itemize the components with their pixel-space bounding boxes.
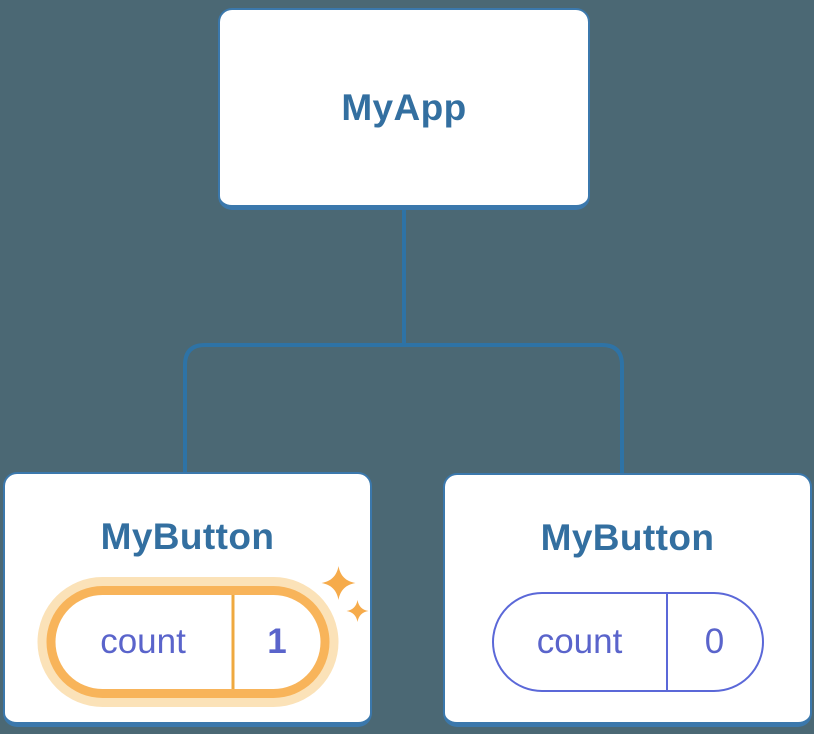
node-mybutton-left-title: MyButton [100, 516, 275, 557]
sparkle-icon [346, 600, 368, 622]
pill-divider [231, 595, 234, 689]
highlight-glow: count 1 [37, 577, 338, 707]
state-pill-highlighted: count 1 [37, 566, 368, 707]
highlight-ring: count 1 [46, 586, 329, 698]
node-myapp: MyApp [218, 8, 590, 210]
node-myapp-title: MyApp [341, 86, 467, 128]
state-value: 0 [704, 622, 725, 661]
state-value: 1 [267, 622, 287, 661]
pill-divider [665, 594, 668, 690]
state-label: count [100, 622, 186, 661]
connector-branch [183, 343, 624, 475]
node-mybutton-left: MyButton count 1 [3, 472, 372, 727]
state-label: count [536, 622, 623, 661]
node-mybutton-right: MyButton count 0 [443, 473, 812, 727]
node-mybutton-right-title: MyButton [540, 517, 715, 558]
state-pill: count 1 [55, 595, 320, 689]
sparkle-icon [321, 566, 355, 600]
state-pill-plain: count 0 [491, 592, 764, 692]
